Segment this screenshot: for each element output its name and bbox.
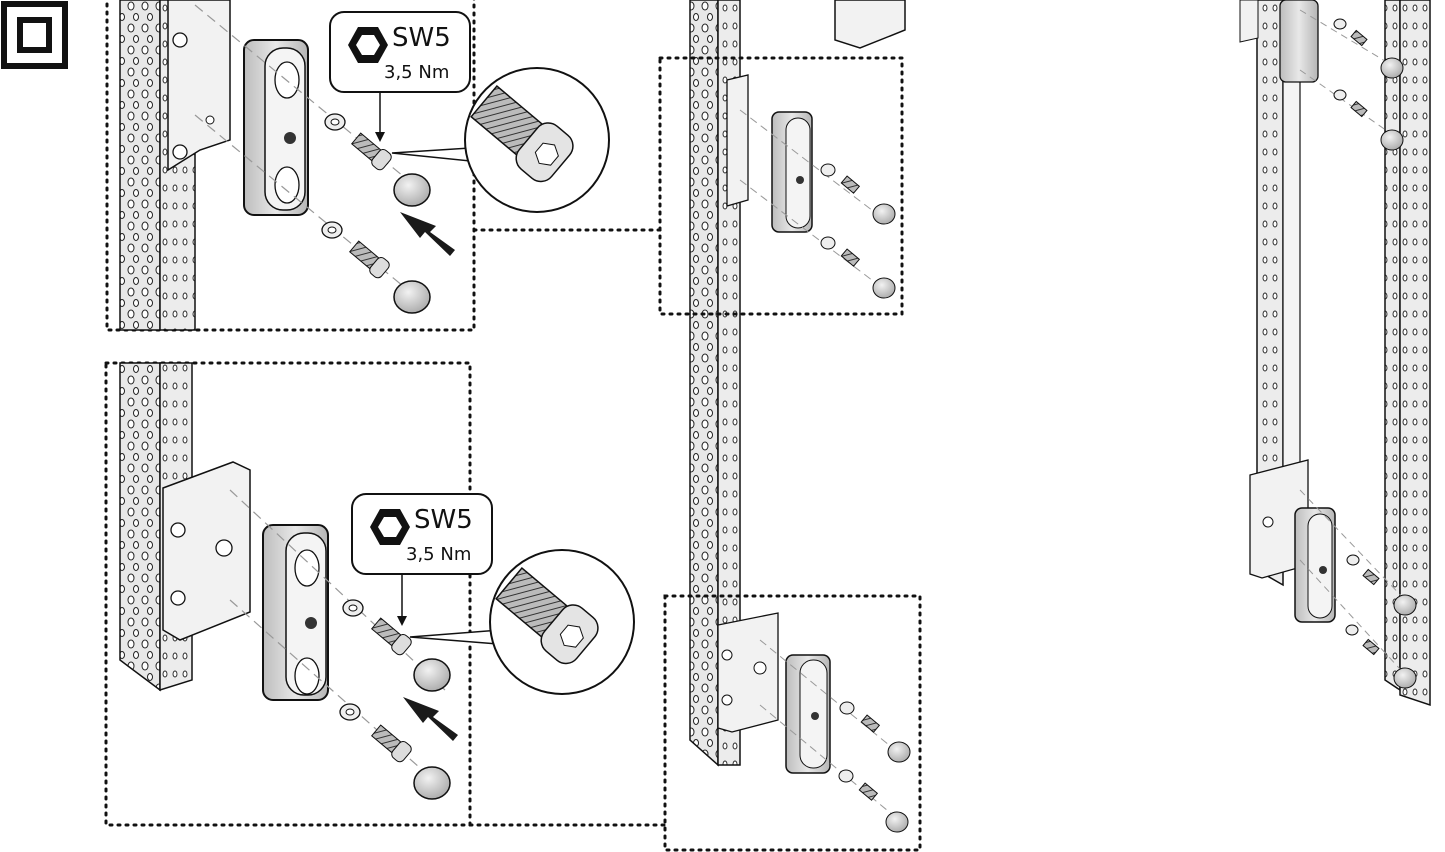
double-square-icon <box>1 1 68 69</box>
center-detail-frame-bottom <box>663 594 922 852</box>
hex-key-icon <box>370 509 410 545</box>
screw-detail-magnifier <box>409 549 635 695</box>
center-detail-frame-top <box>658 56 904 316</box>
rack-overview <box>1239 0 1431 707</box>
torque-label: 3,5 Nm <box>384 62 449 83</box>
detail-panel-bottom <box>104 361 472 827</box>
screw-detail-magnifier <box>391 67 610 213</box>
tool-size-label: SW5 <box>414 505 473 535</box>
torque-callout: SW5 3,5 Nm <box>351 493 493 626</box>
center-rail-assembly <box>689 0 906 767</box>
torque-callout: SW5 3,5 Nm <box>329 11 471 142</box>
torque-label: 3,5 Nm <box>406 544 471 565</box>
connector-lines <box>468 228 667 827</box>
detail-panel-top <box>105 0 476 332</box>
hex-key-icon <box>348 27 388 63</box>
tool-size-label: SW5 <box>392 23 451 53</box>
